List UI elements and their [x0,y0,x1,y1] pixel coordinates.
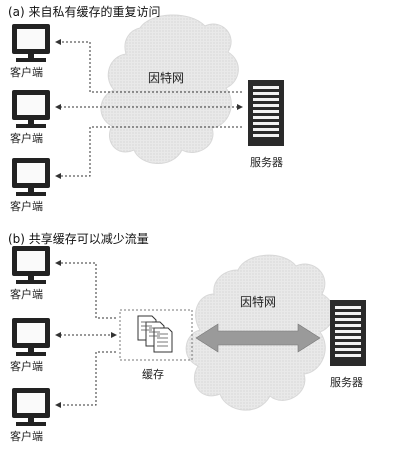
client-computer-icon [12,318,50,356]
panel-b-cloud-label: 因特网 [240,295,277,309]
panel-a-cloud-label: 因特网 [148,71,185,85]
cache-label: 缓存 [142,368,164,381]
client-label: 客户端 [10,66,43,79]
connection-line [55,260,116,319]
panel-a-cloud [100,14,239,164]
panel-a-server-label: 服务器 [250,156,283,169]
connection-line [55,126,242,179]
panel-b-server-label: 服务器 [330,376,363,389]
client-computer-icon [12,90,50,128]
connection-line [55,39,242,93]
bidirectional-traffic-arrow [195,323,321,353]
cache-icon [119,309,193,361]
client-computer-icon [12,388,50,426]
client-label: 客户端 [10,132,43,145]
server-icon [248,80,284,146]
connection-line [55,351,116,408]
client-computer-icon [12,158,50,196]
client-label: 客户端 [10,360,43,373]
client-label: 客户端 [10,200,43,213]
client-label: 客户端 [10,288,43,301]
client-computer-icon [12,246,50,284]
panel-b-caption: (b) 共享缓存可以减少流量 [8,232,149,246]
client-label: 客户端 [10,430,43,443]
server-icon [330,300,366,366]
client-computer-icon [12,24,50,62]
panel-a-caption: (a) 来自私有缓存的重复访问 [8,5,161,19]
